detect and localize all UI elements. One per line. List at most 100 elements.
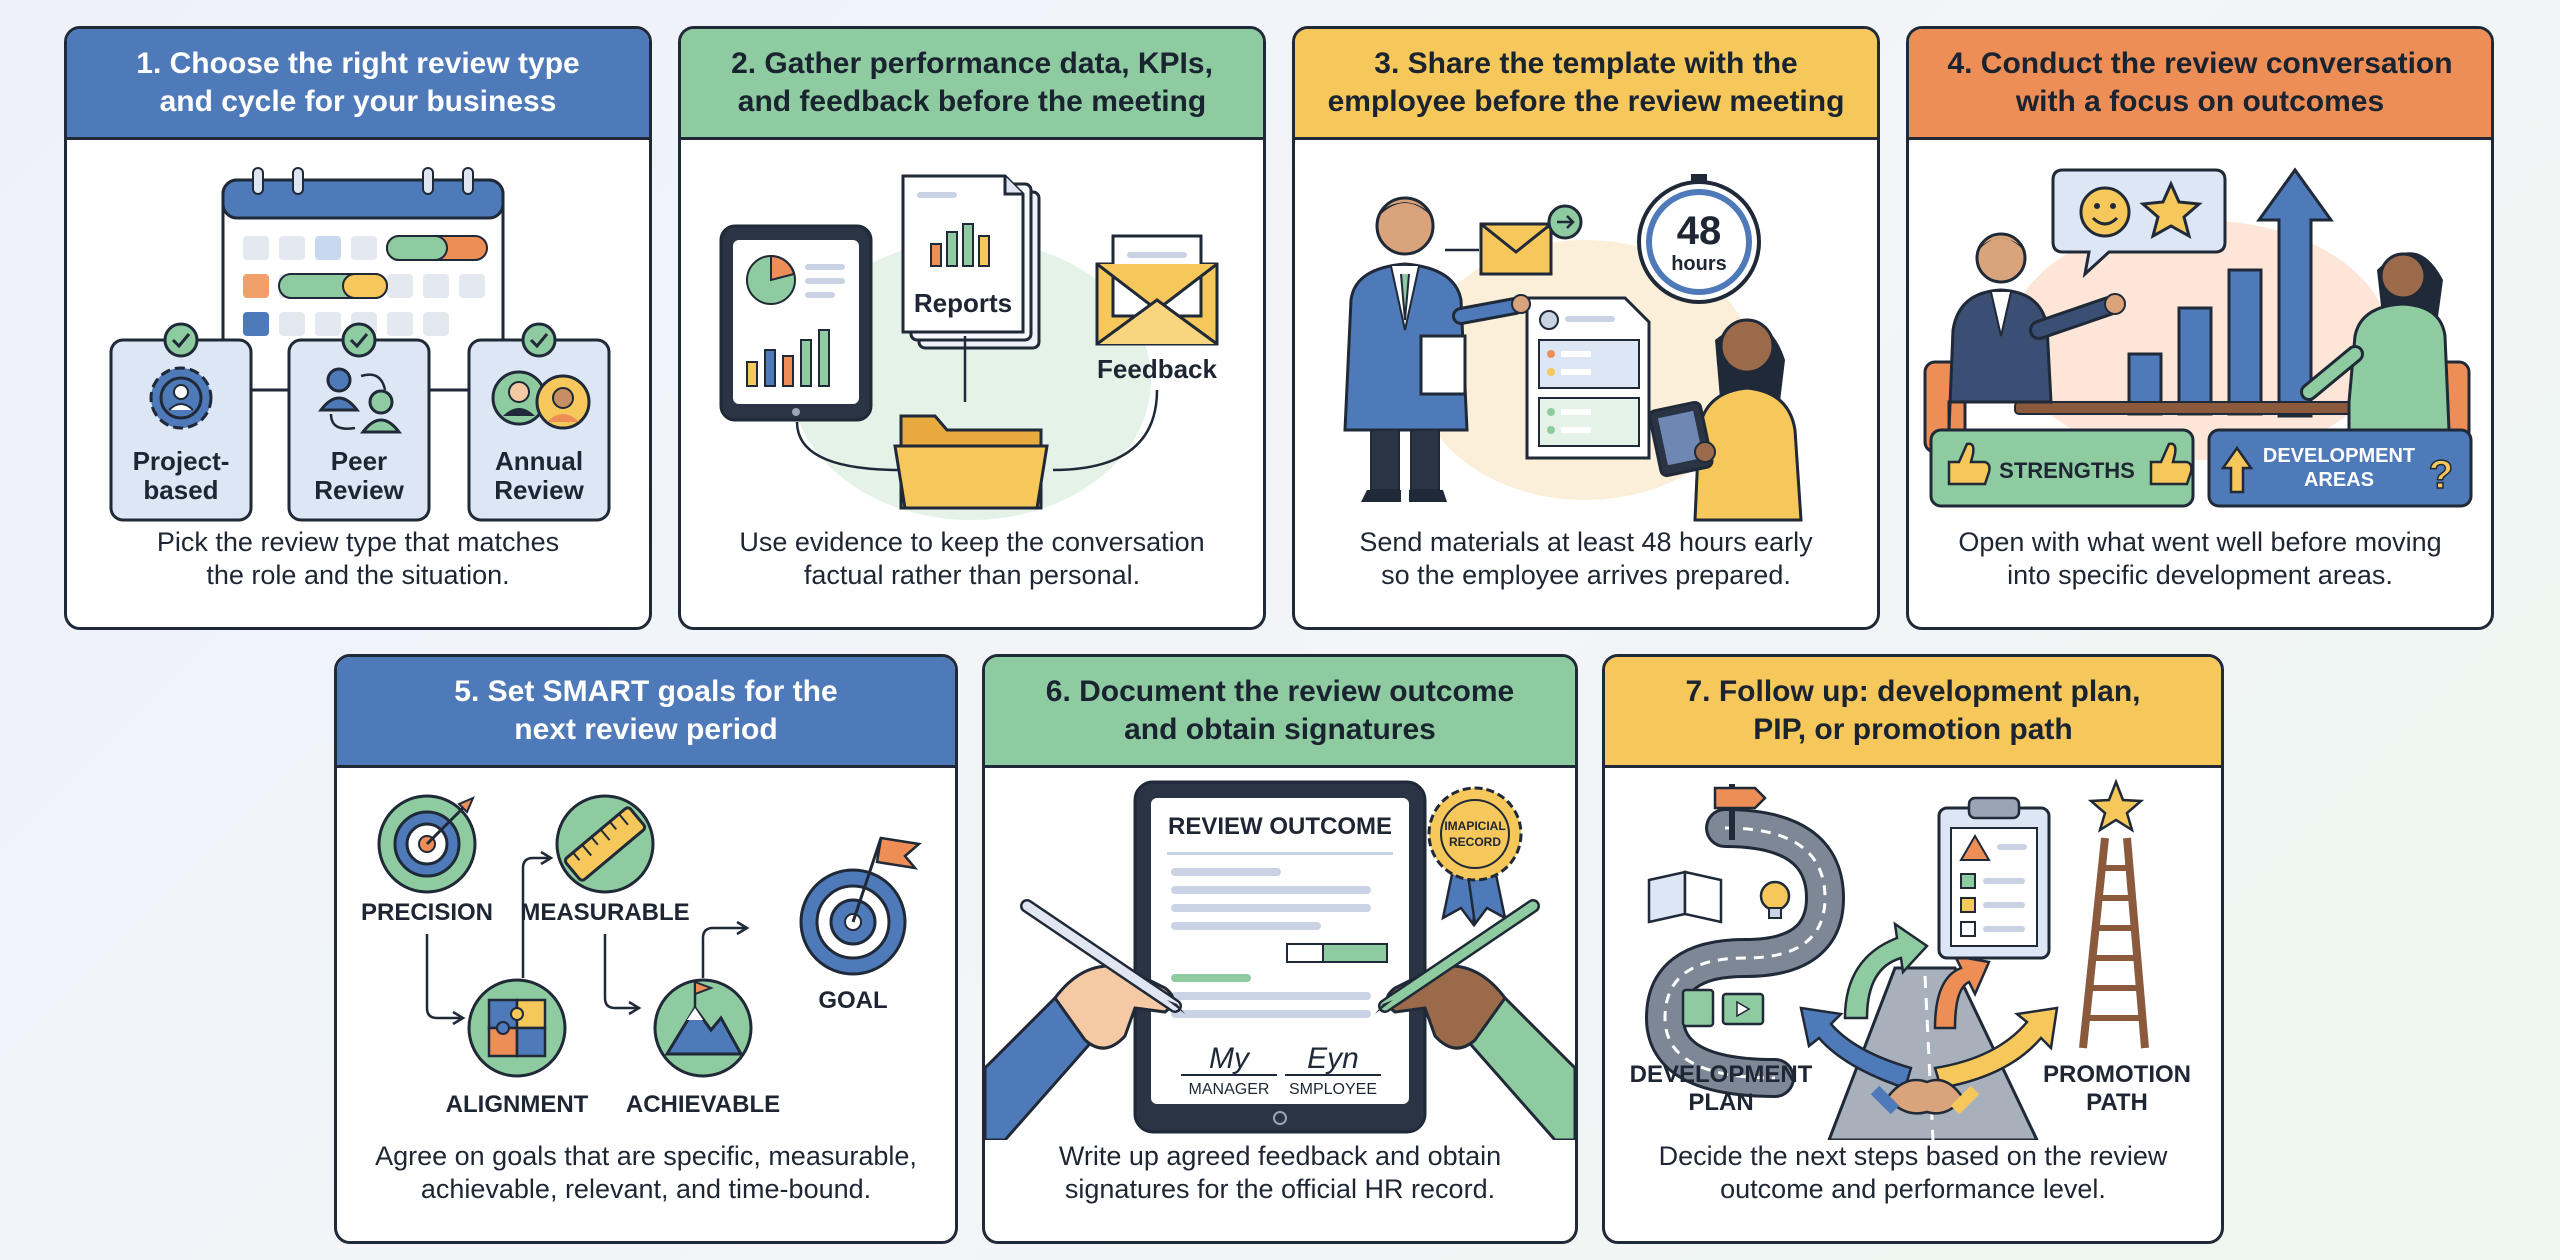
measurable-label: MEASURABLE xyxy=(520,899,689,926)
development-areas-badge: DEVELOPMENT AREAS ? xyxy=(2207,428,2473,508)
question-mark-icon: ? xyxy=(2429,453,2453,497)
development-plan-label-1: DEVELOPMENT xyxy=(1630,1061,1813,1088)
development-label-2: AREAS xyxy=(2304,469,2374,491)
strengths-badge: STRENGTHS xyxy=(1929,428,2195,508)
step-caption-6: Write up agreed feedback and obtain sign… xyxy=(1058,1140,1502,1204)
manager-label: MANAGER xyxy=(1189,1081,1270,1098)
timer-48-hours-icon: 48 hours xyxy=(1637,173,1761,304)
step-title-6: 6. Document the review outcome and obtai… xyxy=(985,657,1575,768)
thumbs-up-icon xyxy=(1947,442,1991,486)
pip-clipboard-icon xyxy=(1937,796,2051,960)
employee-figure xyxy=(1648,318,1803,522)
smart-goals-svg: PRECISION MEASURABLE ALIG xyxy=(361,794,922,1118)
share-template-illustration: 48 hours xyxy=(1295,140,1877,526)
gear-icon xyxy=(149,366,213,430)
peer-people-icon xyxy=(317,367,403,434)
step-caption-7: Decide the next steps based on the revie… xyxy=(1658,1140,2168,1204)
gather-data-svg: Reports Feedback xyxy=(719,174,1219,520)
share-template-svg: 48 hours xyxy=(1343,173,1803,522)
achievable-label: ACHIEVABLE xyxy=(626,1091,780,1118)
flow-arrows xyxy=(425,850,750,1026)
arrow-yellow-icon xyxy=(1933,1006,2059,1090)
table xyxy=(2014,400,2396,415)
step-caption-4: Open with what went well before moving i… xyxy=(1958,526,2442,590)
handshake-icon xyxy=(1870,1078,1980,1115)
project-based-panel: Project-based xyxy=(109,322,253,522)
step-title-7: 7. Follow up: development plan, PIP, or … xyxy=(1605,657,2221,768)
arrow-up-icon xyxy=(2220,445,2254,494)
tablet-dashboard-icon xyxy=(719,224,873,422)
seal-text-1: IMAPICIAL xyxy=(1444,819,1505,833)
promotion-ladder-icon xyxy=(2079,778,2149,1049)
step-caption-3: Send materials at least 48 hours early s… xyxy=(1359,526,1813,590)
promotion-path-label-2: PATH xyxy=(2086,1089,2148,1116)
manager-seated-figure xyxy=(1923,232,2126,454)
step-card-7: 7. Follow up: development plan, PIP, or … xyxy=(1602,654,2224,1244)
step-card-5: 5. Set SMART goals for the next review p… xyxy=(334,654,958,1244)
employee-signature: Eyn xyxy=(1307,1042,1359,1075)
notebook-icon xyxy=(1681,988,1715,1028)
video-screen-icon xyxy=(1721,992,1765,1026)
development-label-1: DEVELOPMENT xyxy=(2263,445,2415,467)
manager-signature: My xyxy=(1209,1042,1251,1075)
star-icon xyxy=(2139,180,2203,239)
step-title-2: 2. Gather performance data, KPIs, and fe… xyxy=(681,29,1263,140)
step-caption-2: Use evidence to keep the conversation fa… xyxy=(739,526,1205,590)
timer-number: 48 xyxy=(1677,209,1722,253)
precision-label: PRECISION xyxy=(361,899,493,926)
document-signatures-svg: REVIEW OUTCOME My Eyn MANAGER SMPLOYEE xyxy=(985,780,1575,1140)
promotion-path-label-1: PROMOTION xyxy=(2043,1061,2191,1088)
smart-goals-illustration: PRECISION MEASURABLE ALIG xyxy=(337,768,955,1140)
warning-icon xyxy=(1959,833,1991,861)
alignment-label: ALIGNMENT xyxy=(446,1091,589,1118)
development-plan-label-2: PLAN xyxy=(1688,1089,1753,1116)
step-card-1: 1. Choose the right review type and cycl… xyxy=(64,26,652,630)
achievable-mountain-icon xyxy=(653,978,753,1078)
follow-up-svg: DEVELOPMENT PLAN xyxy=(1630,778,2191,1140)
step-card-2: 2. Gather performance data, KPIs, and fe… xyxy=(678,26,1266,630)
step-caption-1: Pick the review type that matches the ro… xyxy=(156,526,560,590)
arrow-blue-icon xyxy=(1799,1006,1913,1090)
step-card-4: 4. Conduct the review conversation with … xyxy=(1906,26,2494,630)
project-based-label: Project-based xyxy=(133,446,230,505)
step-caption-5: Agree on goals that are specific, measur… xyxy=(375,1140,917,1204)
measurable-ruler-icon xyxy=(555,794,655,894)
document-signatures-illustration: REVIEW OUTCOME My Eyn MANAGER SMPLOYEE xyxy=(985,768,1575,1140)
feedback-label: Feedback xyxy=(1097,354,1217,384)
reports-label: Reports xyxy=(914,288,1012,318)
arrow-green-icon xyxy=(1843,921,1929,1020)
step-card-6: 6. Document the review outcome and obtai… xyxy=(982,654,1578,1244)
timer-unit: hours xyxy=(1671,253,1727,275)
review-outcome-tablet: REVIEW OUTCOME My Eyn MANAGER SMPLOYEE xyxy=(1133,780,1427,1134)
lightbulb-icon xyxy=(1759,880,1791,919)
official-record-seal: IMAPICIAL RECORD xyxy=(1427,786,1523,928)
manager-figure xyxy=(1343,196,1531,502)
reports-stack-icon: Reports xyxy=(901,174,1041,350)
template-document-icon xyxy=(1525,296,1651,460)
folder-icon xyxy=(893,414,1049,510)
step-title-1: 1. Choose the right review type and cycl… xyxy=(67,29,649,140)
gather-data-illustration: Reports Feedback xyxy=(681,140,1263,526)
step-card-3: 3. Share the template with the employee … xyxy=(1292,26,1880,630)
alignment-puzzle-icon xyxy=(467,978,567,1078)
review-conversation-illustration: STRENGTHS DEVELOPMENT AREAS ? xyxy=(1909,140,2491,526)
arrow-orange-icon xyxy=(1933,954,1991,1030)
employee-label: SMPLOYEE xyxy=(1289,1081,1377,1098)
step-title-3: 3. Share the template with the employee … xyxy=(1295,29,1877,140)
precision-target-icon xyxy=(377,794,477,894)
book-icon xyxy=(1647,870,1723,924)
doc-title: REVIEW OUTCOME xyxy=(1168,813,1392,840)
goal-label: GOAL xyxy=(818,987,887,1014)
employee-hand-pen xyxy=(1375,898,1575,1140)
goal-target-icon xyxy=(799,836,922,976)
review-conversation-svg: STRENGTHS DEVELOPMENT AREAS ? xyxy=(1923,167,2473,508)
signpost-icon xyxy=(1713,783,1767,840)
thumbs-up-icon xyxy=(2149,442,2193,486)
seal-text-2: RECORD xyxy=(1449,835,1501,849)
manager-hand-pen xyxy=(985,898,1185,1140)
